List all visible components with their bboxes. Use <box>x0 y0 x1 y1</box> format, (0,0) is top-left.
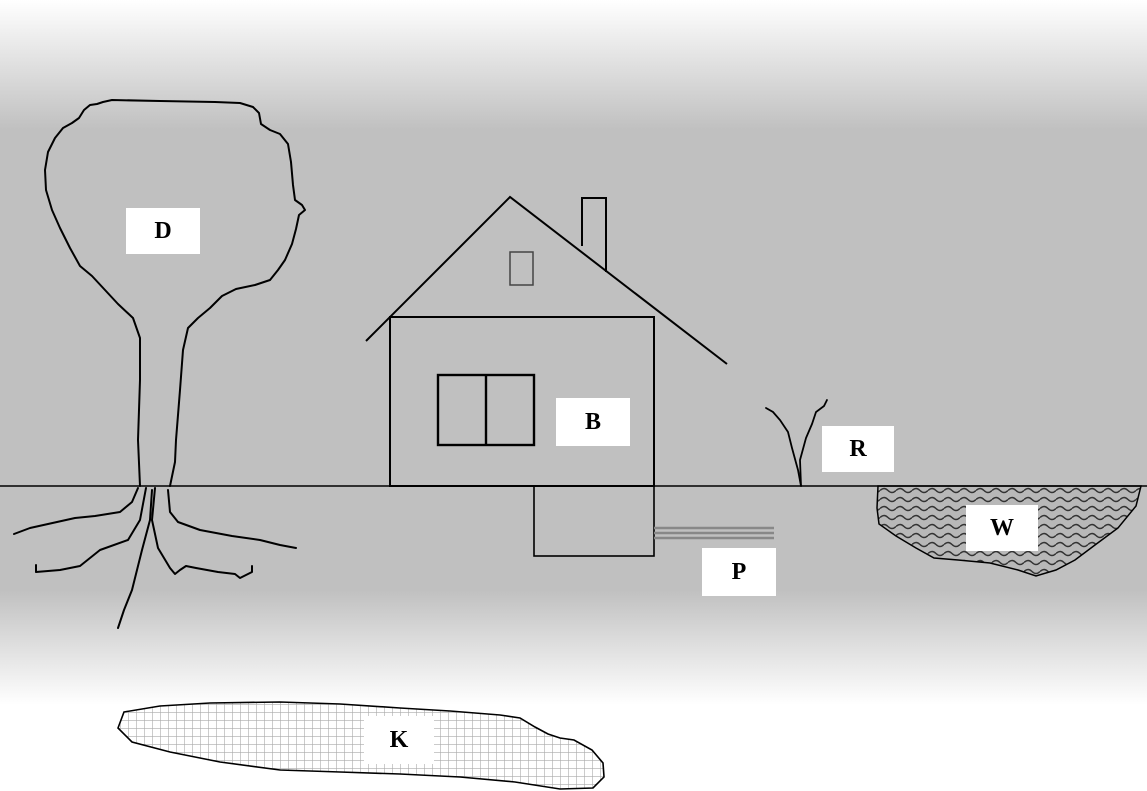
ground-fade <box>0 590 1147 705</box>
deposit-label: K <box>364 716 434 764</box>
sky-fade <box>0 0 1147 130</box>
house-label: B <box>556 398 630 446</box>
shrub-label: R <box>822 426 894 472</box>
pond-label: W <box>966 505 1038 551</box>
tree-label: D <box>126 208 200 254</box>
pipe-label: P <box>702 548 776 596</box>
